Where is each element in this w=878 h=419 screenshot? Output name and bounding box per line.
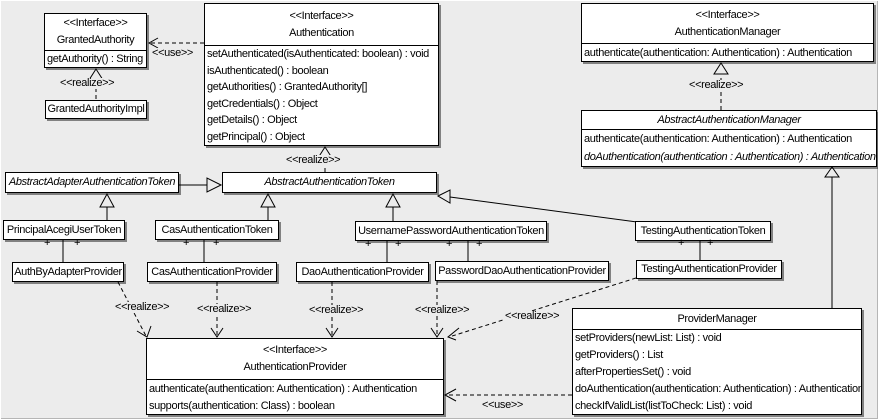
method: getAuthorities() : GrantedAuthority[] [207, 81, 368, 94]
class-name: ProviderManager [677, 312, 757, 325]
class-name: GrantedAuthorityImpl [47, 103, 145, 115]
class-name: AuthByAdapterProvider [14, 265, 122, 278]
class-password-dao-authentication-provider[interactable]: PasswordDaoAuthenticationProvider [435, 261, 609, 281]
method: doAuthentication(authentication: Authent… [575, 382, 861, 395]
class-abstract-authentication-token[interactable]: AbstractAuthenticationToken [222, 172, 437, 193]
class-name: GrantedAuthority [56, 34, 135, 46]
association-plus: + [43, 237, 51, 249]
method: authenticate(authentication: Authenticat… [584, 46, 852, 59]
class-name: PrincipalAcegiUserToken [6, 223, 122, 236]
edge-label-realize: <<realize>> [114, 301, 171, 313]
edge-use-providermanager [443, 388, 572, 402]
class-auth-by-adapter-provider[interactable]: AuthByAdapterProvider [12, 262, 124, 282]
edge-label-realize: <<realize>> [59, 77, 116, 89]
method: authenticate(authentication: Authenticat… [149, 382, 417, 395]
association-plus: + [706, 237, 714, 249]
edge-label-realize: <<realize>> [504, 310, 561, 322]
class-granted-authority[interactable]: <<Interface>> GrantedAuthority getAuthor… [44, 13, 147, 68]
association-plus: + [182, 237, 190, 249]
class-name: UsernamePasswordAuthenticationToken [358, 224, 544, 237]
class-abstract-authentication-manager[interactable]: AbstractAuthenticationManager authentica… [581, 110, 877, 167]
edge-gen-providermanager [824, 166, 840, 308]
association-plus: + [475, 238, 483, 250]
class-name: AbstractAuthenticationToken [264, 176, 395, 188]
stereotype: <<Interface>> [289, 9, 354, 22]
association-plus: + [445, 238, 453, 250]
stereotype: <<Interface>> [63, 17, 128, 29]
method: authenticate(authentication: Authenticat… [584, 133, 852, 145]
class-name: AuthenticationManager [674, 25, 781, 38]
class-name: CasAuthenticationProvider [151, 265, 273, 278]
method: doAuthentication(authentication : Authen… [584, 151, 876, 163]
method: getDetails() : Object [207, 114, 297, 127]
method: getCredentials() : Object [207, 97, 318, 110]
method: isAuthenticated() : boolean [207, 64, 329, 77]
method: checkIfValidList(listToCheck: List) : vo… [575, 399, 753, 412]
association-plus: + [73, 237, 81, 249]
method: setProviders(newList: List) : void [575, 332, 722, 345]
class-name: TestingAuthenticationProvider [641, 263, 777, 275]
edge-realize-daoauthenticationprovider [325, 282, 339, 338]
class-cas-authentication-token[interactable]: CasAuthenticationToken [155, 220, 279, 240]
class-authentication[interactable]: <<Interface>> Authentication setAuthenti… [204, 3, 439, 146]
edge-label-use: <<use>> [481, 399, 524, 411]
class-dao-authentication-provider[interactable]: DaoAuthenticationProvider [296, 262, 429, 282]
method: getProviders() : List [575, 349, 664, 362]
association-plus: + [394, 238, 402, 250]
edge-label-realize: <<realize>> [308, 304, 365, 316]
stereotype: <<Interface>> [695, 8, 760, 21]
edge-label-realize: <<realize>> [285, 154, 342, 166]
class-authentication-provider[interactable]: <<Interface>> AuthenticationProvider aut… [146, 338, 444, 415]
class-name: CasAuthenticationToken [161, 223, 273, 236]
edge-realize-testingauthenticationprovider [447, 277, 637, 341]
stereotype: <<Interface>> [263, 344, 327, 356]
class-name: Authentication [289, 26, 354, 39]
edge-label-realize: <<realize>> [196, 303, 253, 315]
class-name: AuthenticationProvider [243, 361, 347, 373]
class-cas-authentication-provider[interactable]: CasAuthenticationProvider [147, 262, 277, 282]
edge-label-use: <<use>> [151, 47, 194, 59]
edge-gen-testingauthenticationtoken [436, 189, 638, 223]
method: getPrincipal() : Object [207, 130, 305, 143]
class-testing-authentication-provider[interactable]: TestingAuthenticationProvider [636, 260, 782, 279]
class-name: TestingAuthenticationToken [640, 224, 766, 237]
association-plus: + [677, 237, 685, 249]
class-provider-manager[interactable]: ProviderManager setProviders(newList: Li… [572, 308, 862, 415]
method: afterPropertiesSet() : void [575, 365, 691, 378]
method: setAuthenticated(isAuthenticated: boolea… [207, 48, 429, 61]
class-authentication-manager[interactable]: <<Interface>> AuthenticationManager auth… [581, 3, 874, 62]
edge-gen-abstractadaptertoken [179, 177, 223, 193]
edge-label-realize: <<realize>> [414, 304, 471, 316]
method: getAuthority() : String [47, 53, 143, 65]
class-granted-authority-impl[interactable]: GrantedAuthorityImpl [45, 100, 147, 119]
class-name: PasswordDaoAuthenticationProvider [438, 264, 606, 277]
edge-gen-casauthenticationtoken [260, 192, 276, 220]
method: supports(authentication: Class) : boolea… [149, 399, 335, 412]
association-plus: + [212, 237, 220, 249]
class-name: AbstractAdapterAuthenticationToken [8, 176, 176, 188]
edge-realize-casauthenticationprovider [210, 282, 224, 338]
edge-label-realize: <<realize>> [688, 79, 745, 91]
edge-gen-usernamepasswordtoken [385, 192, 401, 221]
class-principal-acegi-user-token[interactable]: PrincipalAcegiUserToken [3, 220, 125, 240]
class-name: DaoAuthenticationProvider [301, 265, 424, 278]
edge-gen-principalacegiusertoken [99, 192, 115, 220]
class-abstract-adapter-authentication-token[interactable]: AbstractAdapterAuthenticationToken [5, 172, 179, 193]
association-plus: + [364, 238, 372, 250]
class-username-password-authentication-token[interactable]: UsernamePasswordAuthenticationToken [355, 221, 547, 241]
class-testing-authentication-token[interactable]: TestingAuthenticationToken [635, 221, 771, 241]
edge-use-authentication-grantedauthority [147, 37, 204, 49]
class-name: AbstractAuthenticationManager [657, 113, 801, 126]
